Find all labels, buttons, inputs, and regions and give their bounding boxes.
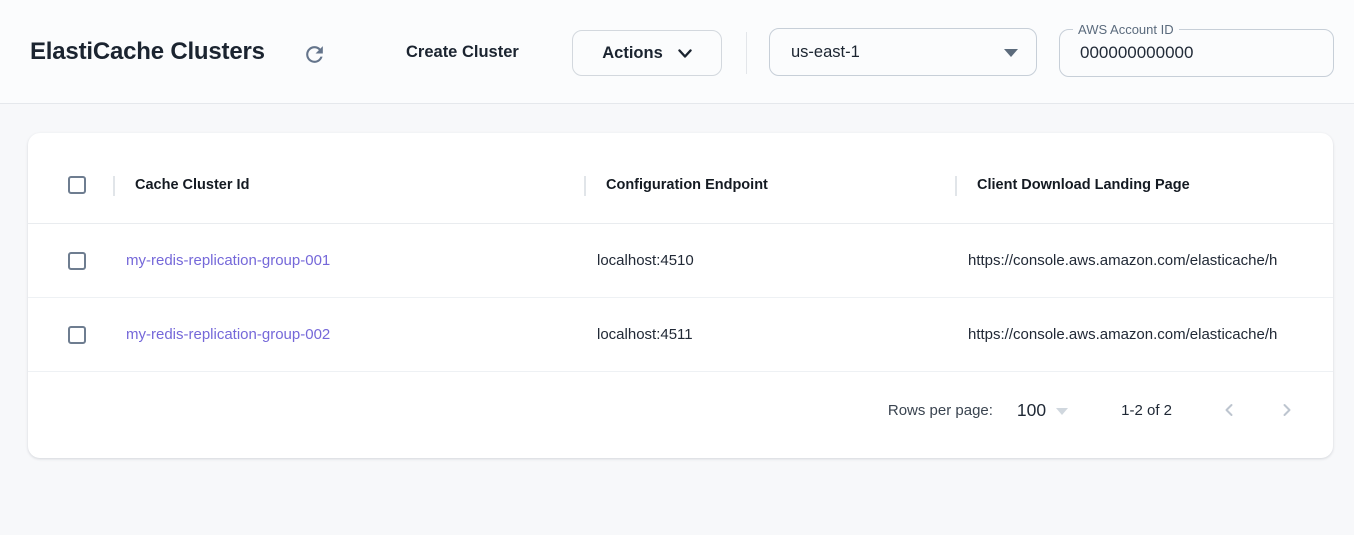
column-header-configuration-endpoint[interactable]: Configuration Endpoint: [584, 177, 955, 193]
row-checkbox[interactable]: [68, 326, 86, 344]
cluster-id-link[interactable]: my-redis-replication-group-002: [126, 326, 330, 343]
previous-page-button[interactable]: [1209, 390, 1249, 430]
aws-account-id-field: AWS Account ID: [1059, 29, 1334, 77]
table-pagination: Rows per page: 100 1-2 of 2: [28, 372, 1333, 458]
header-divider: [746, 32, 747, 74]
actions-button-label: Actions: [602, 44, 663, 63]
aws-account-id-label: AWS Account ID: [1073, 21, 1179, 38]
table-row: my-redis-replication-group-002 localhost…: [28, 298, 1333, 372]
refresh-icon: [302, 42, 327, 67]
cluster-id-link[interactable]: my-redis-replication-group-001: [126, 252, 330, 269]
caret-down-icon: [1056, 408, 1068, 415]
rows-per-page-label: Rows per page:: [888, 402, 993, 419]
create-cluster-button[interactable]: Create Cluster: [406, 0, 519, 104]
region-select[interactable]: us-east-1: [769, 28, 1037, 76]
chevron-right-icon: [1277, 400, 1297, 420]
chevron-down-icon: [678, 49, 692, 59]
configuration-endpoint-cell: localhost:4511: [584, 326, 955, 343]
app-header: ElastiCache Clusters Create Cluster Acti…: [0, 0, 1354, 104]
column-separator: [584, 176, 586, 196]
column-separator: [113, 176, 115, 196]
rows-per-page-value: 100: [1017, 400, 1046, 421]
client-download-landing-page-cell: https://console.aws.amazon.com/elasticac…: [955, 252, 1333, 269]
column-separator: [955, 176, 957, 196]
region-select-value: us-east-1: [791, 43, 860, 62]
page-title: ElastiCache Clusters: [30, 38, 265, 66]
actions-button[interactable]: Actions: [572, 30, 722, 76]
caret-down-icon: [1004, 49, 1018, 57]
row-checkbox[interactable]: [68, 252, 86, 270]
next-page-button[interactable]: [1267, 390, 1307, 430]
select-all-checkbox[interactable]: [68, 176, 86, 194]
clusters-table: Cache Cluster Id Configuration Endpoint …: [28, 133, 1333, 458]
configuration-endpoint-cell: localhost:4510: [584, 252, 955, 269]
table-row: my-redis-replication-group-001 localhost…: [28, 224, 1333, 298]
table-header-row: Cache Cluster Id Configuration Endpoint …: [28, 133, 1333, 224]
client-download-landing-page-cell: https://console.aws.amazon.com/elasticac…: [955, 326, 1333, 343]
rows-per-page-select[interactable]: 100: [1017, 400, 1068, 421]
pagination-range-label: 1-2 of 2: [1121, 402, 1172, 419]
chevron-left-icon: [1219, 400, 1239, 420]
refresh-button[interactable]: [300, 40, 328, 68]
column-header-client-download-landing-page[interactable]: Client Download Landing Page: [955, 177, 1333, 193]
column-header-cache-cluster-id[interactable]: Cache Cluster Id: [113, 177, 584, 193]
